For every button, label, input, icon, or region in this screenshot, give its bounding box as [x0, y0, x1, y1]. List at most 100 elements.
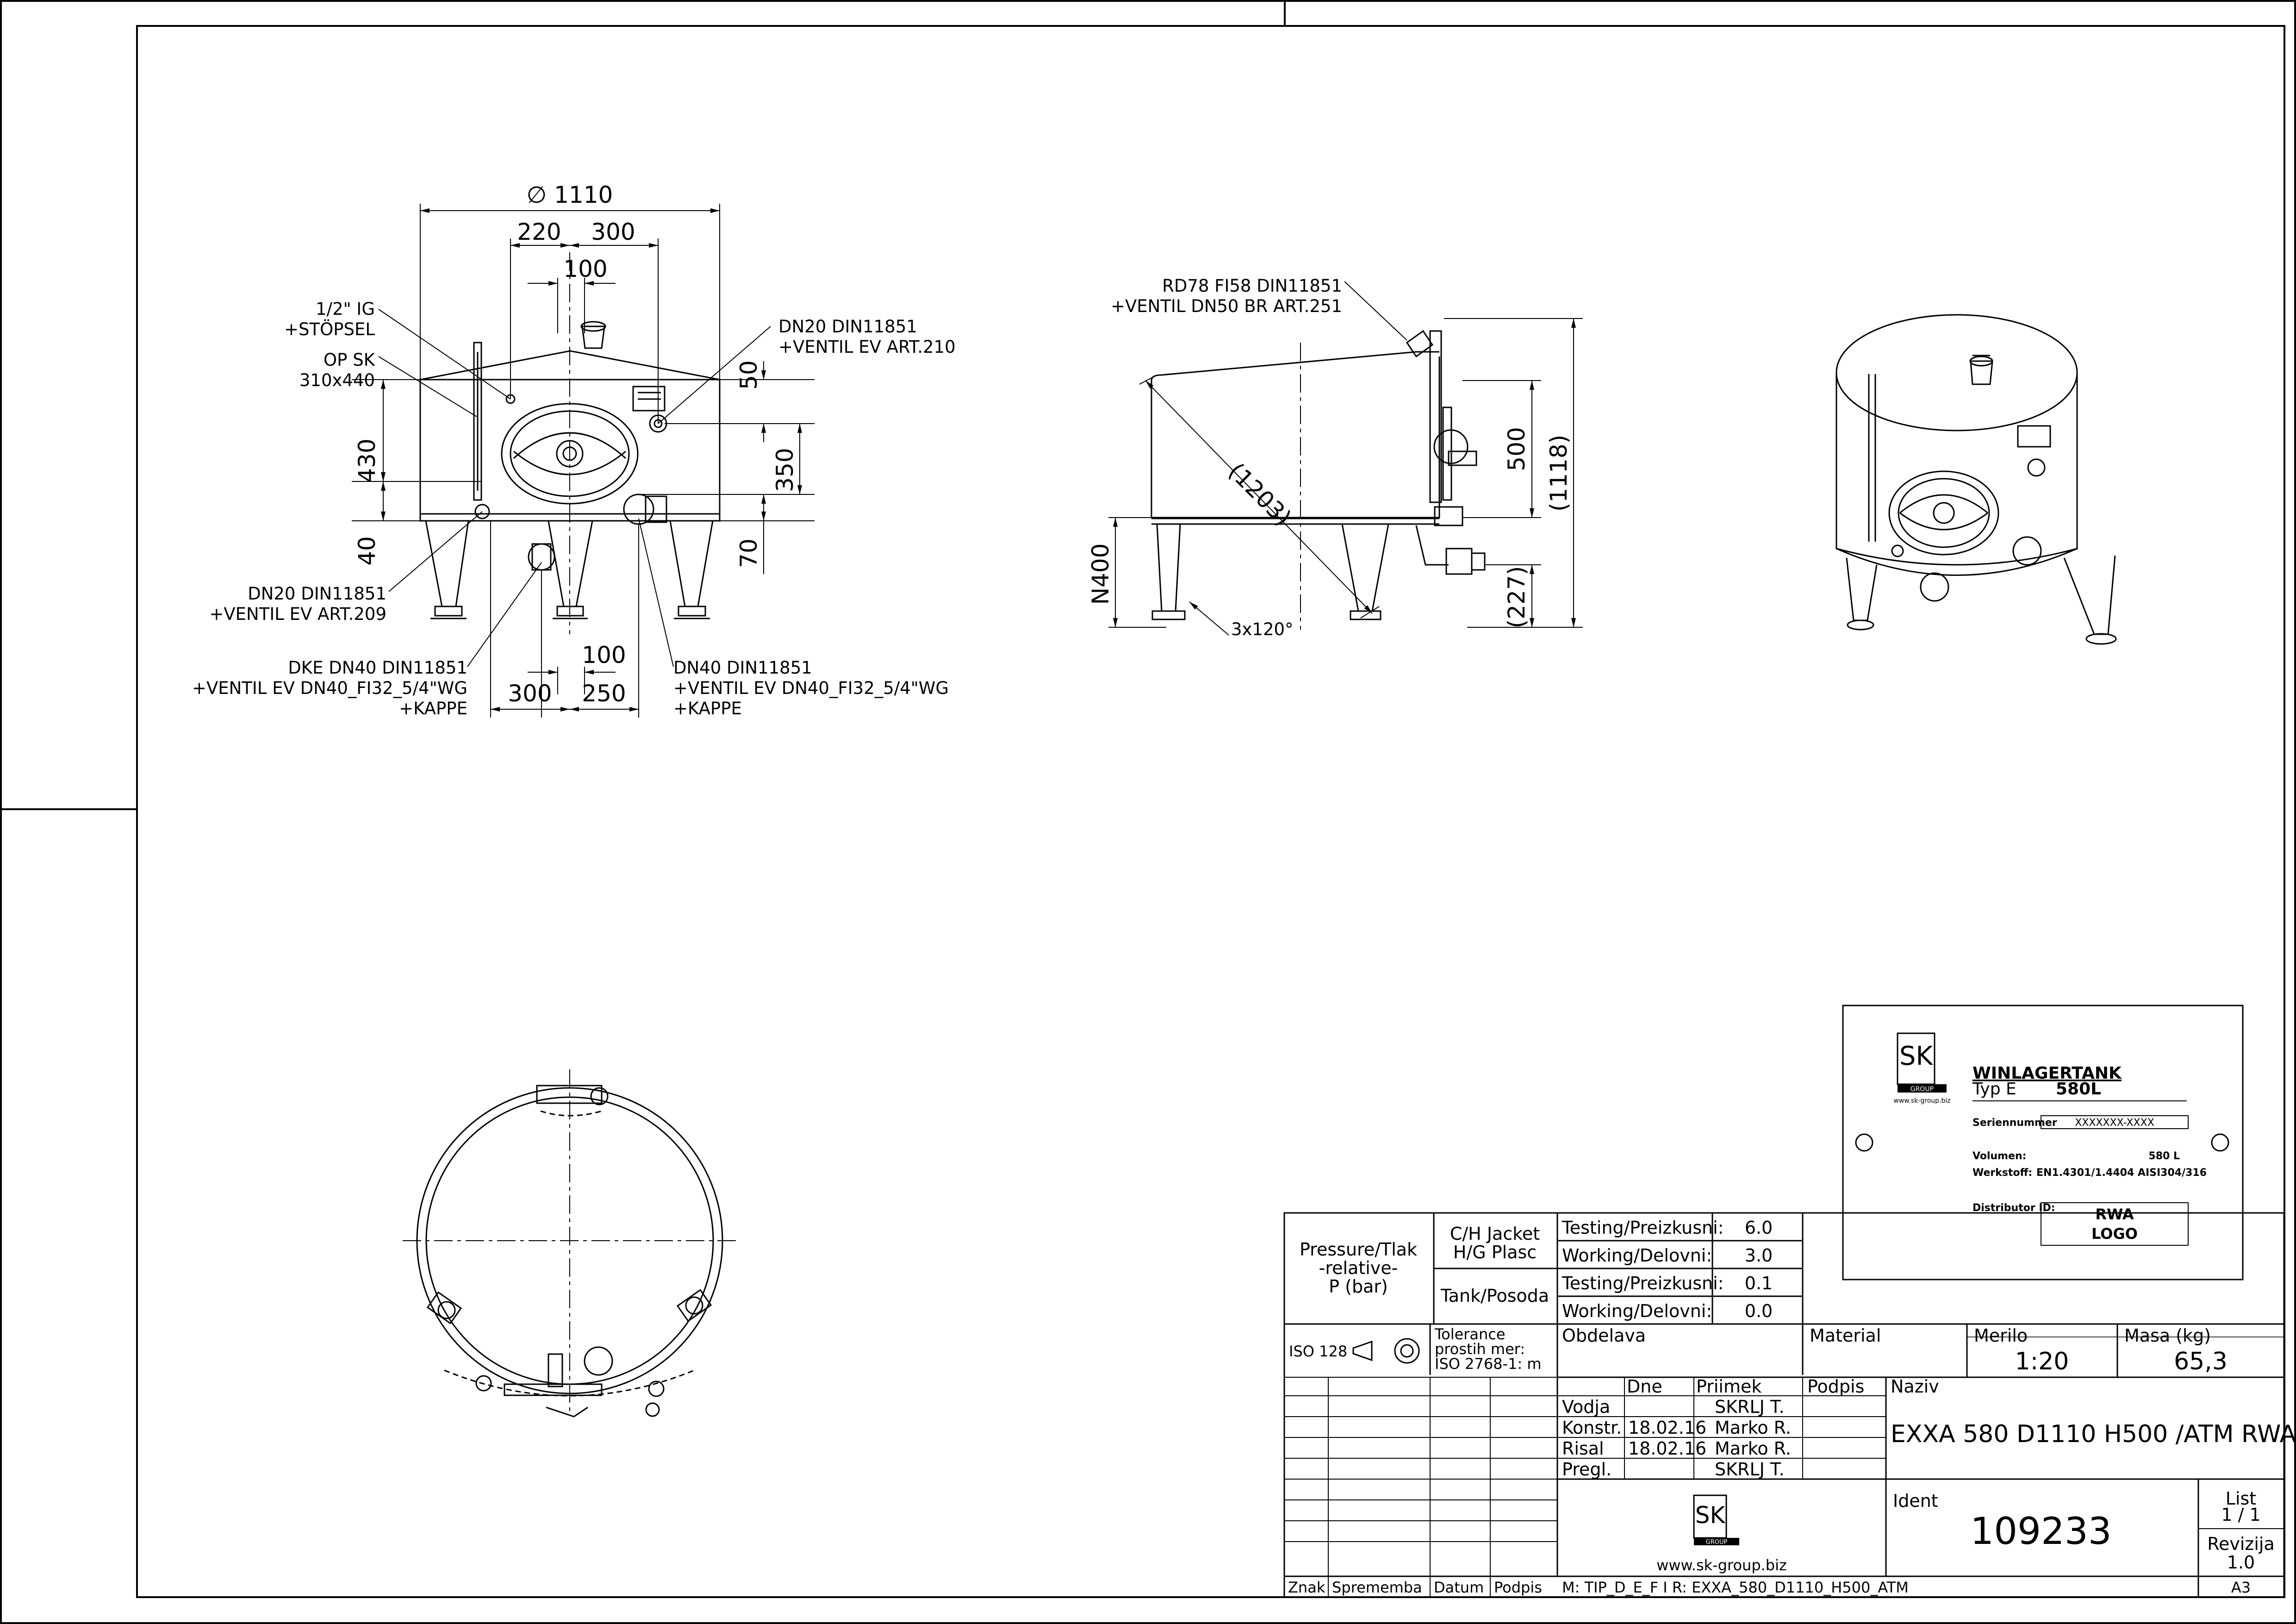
tb-file-path: M: TIP_D_E_F I R: EXXA_580_D1110_H500_AT…	[1562, 1579, 1909, 1596]
dim-100-top: 100	[563, 256, 607, 282]
tb-row-role: Konstr.	[1562, 1418, 1622, 1438]
tb-row-date: 18.02.16	[1628, 1438, 1706, 1459]
tb-row-name: SKRLJ T.	[1715, 1397, 1785, 1417]
iso-leg-left	[1846, 557, 1878, 621]
callout-valve209-line1: DN20 DIN11851	[248, 584, 386, 604]
tb-jacket-label-1: C/H Jacket	[1450, 1224, 1540, 1244]
tb-row-role: Vodja	[1562, 1397, 1610, 1417]
tb-row-name: SKRLJ T.	[1715, 1459, 1785, 1480]
iso-tank-body	[1836, 373, 2078, 576]
tb-obdelava-label: Obdelava	[1562, 1325, 1646, 1346]
plate-distributor-label: Distributor ID:	[1972, 1202, 2055, 1214]
plate-serial-label: Seriennummer	[1972, 1117, 2057, 1129]
side-tank-roof	[1151, 351, 1439, 381]
side-outlet	[1445, 548, 1473, 575]
callout-dn40-line3: +KAPPE	[673, 699, 742, 718]
callout-manhole-line2: 310x440	[299, 370, 375, 390]
side-leg-right	[1341, 524, 1389, 612]
callout-dke-line3: +KAPPE	[399, 699, 467, 718]
tb-jacket-label-2: H/G Plasc	[1453, 1242, 1537, 1262]
callout-dn40-line2: +VENTIL EV DN40_FI32_5/4"WG	[673, 678, 949, 698]
tb-list-label: List	[2226, 1488, 2256, 1509]
tb-col-priimek: Priimek	[1696, 1376, 1761, 1397]
tb-row-role: Risal	[1562, 1438, 1604, 1459]
tb-tolerance-1: Tolerance	[1434, 1325, 1506, 1343]
dim-220: 220	[517, 219, 561, 245]
tb-row-name: Marko R.	[1715, 1418, 1791, 1438]
title-block: SK GROUP Pressure/Tlak C/H Jacket H/G Pl…	[1283, 1212, 2296, 1598]
iso-manhole	[1888, 470, 1999, 556]
callout-valve210-line2: +VENTIL EV ART.210	[778, 337, 956, 357]
front-leg-right	[669, 520, 714, 607]
iso-tank-top	[1836, 314, 2078, 431]
tb-jacket-working-value: 3.0	[1745, 1245, 1773, 1266]
plate-distributor-line1: RWA	[2095, 1206, 2134, 1223]
tb-pressure-label-1: Pressure/Tlak	[1300, 1239, 1417, 1260]
dim-40: 40	[354, 536, 380, 566]
tb-col-podpis: Podpis	[1807, 1376, 1864, 1397]
tb-mass-label: Masa (kg)	[2124, 1325, 2211, 1346]
plate-logo-text: SK	[1899, 1041, 1934, 1071]
plate-volume-label: Volumen:	[1972, 1150, 2026, 1162]
tb-pressure-label-2: -relative-	[1319, 1258, 1398, 1278]
tb-ident-label: Ident	[1893, 1491, 1938, 1511]
dim-300-bottom: 300	[508, 680, 552, 707]
tb-changes-sprememba: Sprememba	[1332, 1579, 1422, 1596]
tb-tank-testing-value: 0.1	[1745, 1273, 1773, 1293]
title-logo: SK GROUP	[1693, 1494, 1739, 1546]
tb-col-dne: Dne	[1627, 1376, 1662, 1397]
plate-type-prefix: Typ E	[1972, 1080, 2016, 1099]
callout-valve209-line2: +VENTIL EV ART.209	[209, 604, 386, 624]
side-tank-body	[1151, 356, 1440, 518]
dim-300-top: 300	[591, 219, 635, 245]
side-callout-line2: +VENTIL DN50 BR ART.251	[1111, 296, 1342, 316]
plate-title: WINLAGERTANK	[1972, 1064, 2122, 1083]
tb-website: www.sk-group.biz	[1656, 1556, 1787, 1574]
tb-naziv-label: Naziv	[1891, 1376, 1939, 1397]
tb-tank-label: Tank/Posoda	[1440, 1286, 1549, 1306]
dim-430: 430	[354, 438, 380, 482]
dim-1203: (1203)	[1223, 458, 1297, 531]
side-legs-note: 3x120°	[1231, 619, 1294, 639]
tb-tolerance-2: prostih mer:	[1435, 1340, 1525, 1358]
tb-ident-value: 109233	[1970, 1510, 2111, 1553]
tb-rev-label: Revizija	[2207, 1534, 2274, 1554]
dim-100-bottom: 100	[582, 642, 626, 668]
front-leg-left	[425, 520, 469, 607]
side-view: 500 (1118) (227) N400 (1203) RD78 FI58 D…	[1087, 276, 1583, 639]
callout-dke-line1: DKE DN40 DIN11851	[288, 658, 467, 678]
callout-valve210-line1: DN20 DIN11851	[778, 317, 917, 337]
name-plate: SK GROUP www.sk-group.biz WINLAGERTANK T…	[1842, 1005, 2244, 1280]
dim-50: 50	[735, 360, 762, 390]
dim-350: 350	[772, 448, 798, 492]
tb-scale-value: 1:20	[2015, 1348, 2069, 1375]
front-view: ∅ 1110 220 300 100 100 300 250 430 40 50…	[192, 181, 956, 718]
dim-250: 250	[582, 680, 626, 707]
tb-tank-testing-label: Testing/Preizkusni:	[1562, 1273, 1724, 1293]
tb-rev-value: 1.0	[2227, 1552, 2255, 1573]
tb-jacket-working-label: Working/Delovni:	[1562, 1245, 1712, 1266]
tb-tank-working-label: Working/Delovni:	[1562, 1301, 1712, 1321]
front-tank-body	[419, 379, 721, 522]
dim-1118: (1118)	[1545, 435, 1572, 512]
tb-format: A3	[2231, 1579, 2251, 1596]
plate-serial-value: XXXXXXX-XXXX	[2075, 1117, 2154, 1129]
dim-N400: N400	[1087, 543, 1114, 605]
tb-tolerance-3: ISO 2768-1: m	[1435, 1355, 1542, 1373]
front-valve-209	[474, 504, 490, 519]
dim-70: 70	[735, 538, 762, 568]
iso-vent	[1970, 360, 1993, 385]
tb-naziv-value: EXXA 580 D1110 H500 /ATM RWA	[1891, 1420, 2296, 1448]
dim-500: 500	[1503, 427, 1530, 471]
plate-material-label: Werkstoff:	[1972, 1167, 2032, 1179]
tb-changes-podpis: Podpis	[1494, 1579, 1542, 1596]
title-logo-text: SK	[1695, 1502, 1726, 1529]
isometric-view	[1836, 314, 2117, 645]
tb-changes-znak: Znak	[1288, 1579, 1325, 1596]
dim-diameter: ∅ 1110	[527, 181, 613, 208]
tb-row-date: 18.02.16	[1628, 1418, 1706, 1438]
plate-logo-url: www.sk-group.biz	[1893, 1097, 1950, 1105]
side-callout-line1: RD78 FI58 DIN11851	[1162, 276, 1342, 296]
